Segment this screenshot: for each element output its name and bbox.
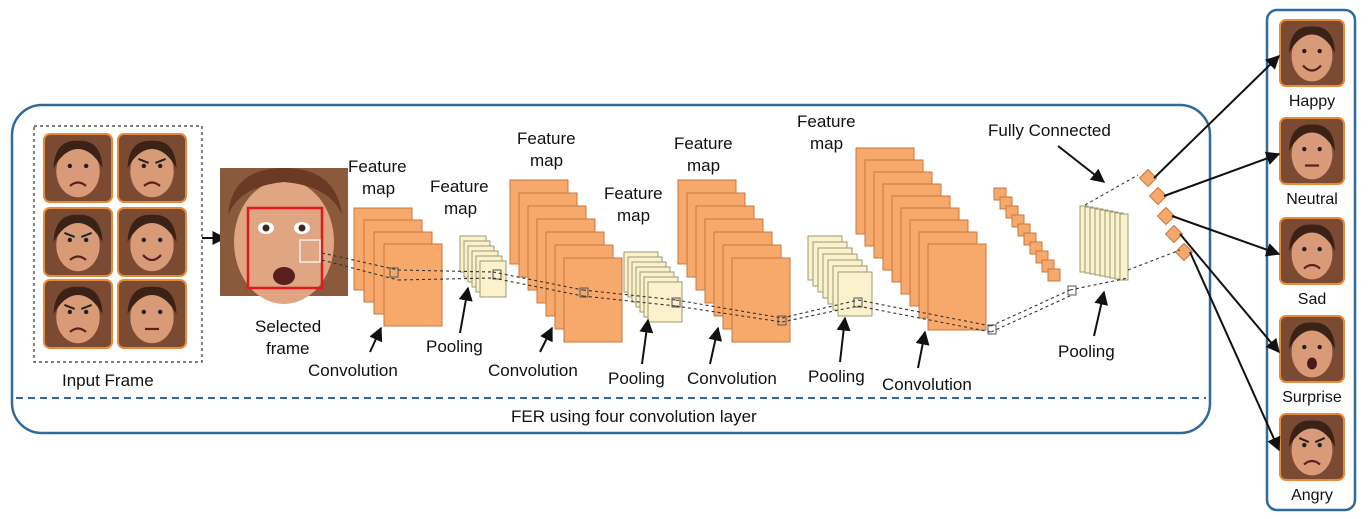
feature-map-4-line2: map [617, 206, 650, 225]
fully-connected-label: Fully Connected [988, 121, 1111, 140]
convolution-label-3: Convolution [687, 369, 777, 388]
feature-map-6-line1: Feature [797, 112, 856, 131]
feature-map-stack-1 [353, 207, 443, 327]
pooling-stack-1 [459, 235, 507, 298]
arrow-icon [1163, 151, 1281, 197]
fc-output-arrows [1153, 55, 1281, 452]
fc-neuron-3 [1156, 206, 1176, 226]
feature-map-2-line1: Feature [430, 177, 489, 196]
pooling-stack-4 [993, 187, 1061, 282]
convolution-label-2: Convolution [488, 361, 578, 380]
pooling-label-3: Pooling [808, 367, 865, 386]
output-face-surprise [1279, 315, 1345, 383]
receptive-field-2 [492, 269, 502, 280]
convolution-label-1: Convolution [308, 361, 398, 380]
layer-stacks [353, 147, 1194, 343]
input-face-3 [43, 207, 113, 277]
feature-map-3-line1: Feature [517, 129, 576, 148]
feature-map-stack-2 [509, 179, 623, 343]
receptive-field-4 [671, 297, 681, 308]
receptive-field-7 [987, 324, 997, 335]
layer-labels: Feature map Feature map Feature map Feat… [308, 112, 1115, 394]
output-face-sad [1279, 217, 1345, 285]
arrow-icon [1093, 290, 1109, 337]
input-face-6 [117, 279, 187, 349]
input-frame-label: Input Frame [62, 371, 154, 390]
feature-map-5-line2: map [687, 156, 720, 175]
arrow-icon [1153, 55, 1281, 179]
input-face-1 [43, 133, 113, 203]
output-panel [1265, 8, 1357, 512]
feature-map-1-line1: Feature [348, 157, 407, 176]
output-label-neutral: Neutral [1286, 191, 1338, 208]
feature-map-4-line1: Feature [604, 184, 663, 203]
label-arrows [369, 145, 1109, 369]
receptive-field-1 [389, 267, 399, 278]
receptive-field-5 [777, 315, 787, 326]
arrow-icon [639, 318, 654, 365]
arrow-icon [1057, 145, 1106, 183]
pooling-label-2: Pooling [608, 369, 665, 388]
output-label-sad: Sad [1298, 291, 1326, 308]
receptive-field-3 [579, 287, 589, 298]
arrow-icon [1189, 251, 1281, 452]
output-face-neutral [1279, 117, 1345, 185]
arrow-icon [708, 326, 723, 365]
feature-map-5-line1: Feature [674, 134, 733, 153]
input-face-5 [43, 279, 113, 349]
fc-neuron-5 [1174, 242, 1194, 262]
feature-map-2-line2: map [444, 199, 477, 218]
pooling-label-1: Pooling [426, 337, 483, 356]
projection-lines [321, 174, 1181, 333]
feature-map-1-line2: map [362, 179, 395, 198]
receptive-field-6 [853, 297, 863, 308]
arrow-icon [915, 330, 930, 369]
output-face-angry [1279, 413, 1345, 481]
pooling-stack-3 [807, 235, 873, 317]
input-face-2 [117, 133, 187, 203]
convolution-label-4: Convolution [882, 375, 972, 394]
input-face-4 [117, 207, 187, 277]
feature-map-stack-4 [855, 147, 987, 331]
selected-frame-label-1: Selected [255, 317, 321, 336]
input-frame-box [33, 125, 203, 363]
arrow-icon [369, 326, 383, 353]
arrow-icon [539, 326, 553, 353]
output-label-surprise: Surprise [1282, 389, 1342, 406]
arrow-icon [836, 316, 851, 363]
output-face-happy [1279, 19, 1345, 87]
feature-map-stack-3 [677, 179, 791, 343]
fer-caption: FER using four convolution layer [511, 407, 757, 426]
pooling-label-4: Pooling [1058, 342, 1115, 361]
selected-frame-face [220, 168, 348, 304]
selected-frame-label-2: frame [266, 339, 309, 358]
fc-neuron-4 [1164, 224, 1184, 244]
fc-neuron-1 [1138, 168, 1158, 188]
feature-map-6-line2: map [810, 134, 843, 153]
input-face-grid [43, 133, 187, 349]
fully-connected-stack [1079, 205, 1129, 281]
output-label-angry: Angry [1291, 487, 1333, 504]
arrow-icon [1171, 215, 1281, 257]
pooling-stack-2 [623, 251, 683, 323]
fc-neuron-2 [1148, 186, 1168, 206]
feature-map-3-line2: map [530, 151, 563, 170]
output-label-happy: Happy [1289, 93, 1335, 110]
arrow-icon [458, 286, 473, 334]
arrow-icon [1179, 233, 1280, 354]
